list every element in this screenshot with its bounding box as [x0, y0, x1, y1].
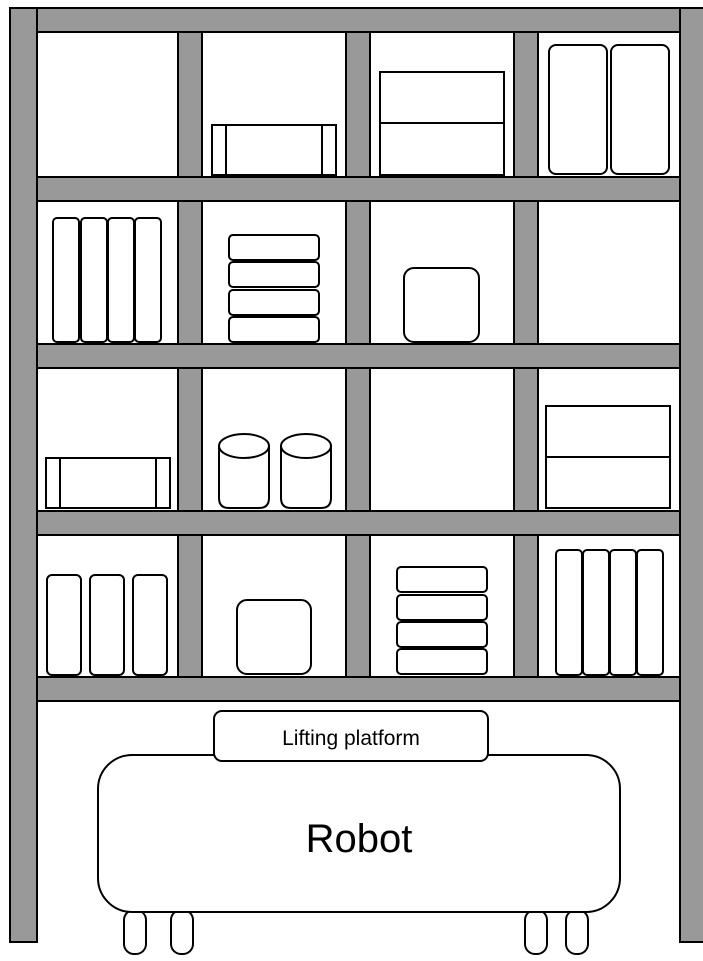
- stacked-boxes: [546, 406, 670, 508]
- square-box: [404, 268, 479, 342]
- robot-label: Robot: [306, 817, 413, 861]
- shelf-board: [37, 177, 680, 201]
- binders: [47, 575, 167, 675]
- wheel: [124, 910, 146, 954]
- shelf-board: [37, 511, 680, 535]
- flat-box: [46, 458, 170, 508]
- lifting-platform-label: Lifting platform: [282, 727, 420, 750]
- top-beam: [37, 8, 680, 32]
- cylinder: [219, 434, 269, 508]
- shelf-board: [37, 344, 680, 368]
- binders: [556, 550, 663, 675]
- flat-box: [212, 125, 336, 175]
- shelf-board: [37, 677, 680, 701]
- wheel: [525, 910, 547, 954]
- left-upright: [10, 8, 37, 942]
- square-box: [237, 600, 311, 674]
- tall-containers: [549, 45, 669, 174]
- stacked-boxes: [380, 72, 504, 175]
- wheel: [171, 910, 193, 954]
- cylinder: [281, 434, 331, 508]
- binders: [53, 218, 161, 342]
- right-upright: [680, 8, 703, 942]
- plate-stack: [397, 567, 487, 674]
- plate-stack: [229, 235, 319, 342]
- wheel: [566, 910, 588, 954]
